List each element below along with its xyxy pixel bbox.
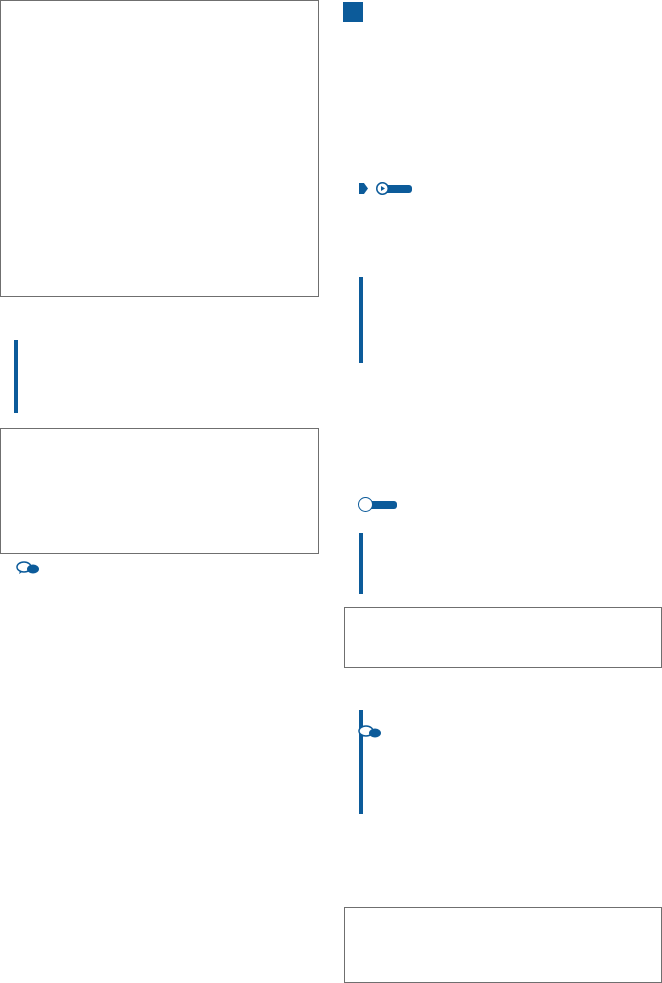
speech-bubbles-icon (16, 561, 40, 575)
left-info-box (0, 428, 319, 554)
arrow-marker-icon (359, 183, 368, 194)
left-margin-rule-1 (14, 340, 18, 413)
circle-pill-icon (358, 497, 397, 512)
play-button-pill-icon (376, 182, 412, 195)
right-margin-rule-1 (359, 277, 363, 363)
section-marker-square (343, 2, 363, 22)
right-info-box-2 (344, 907, 662, 983)
top-left-figure-box (0, 0, 319, 297)
right-margin-rule-2 (359, 533, 363, 594)
right-info-box-1 (344, 607, 662, 668)
right-margin-rule-3 (359, 710, 363, 814)
speech-bubbles-icon-2 (358, 725, 382, 739)
